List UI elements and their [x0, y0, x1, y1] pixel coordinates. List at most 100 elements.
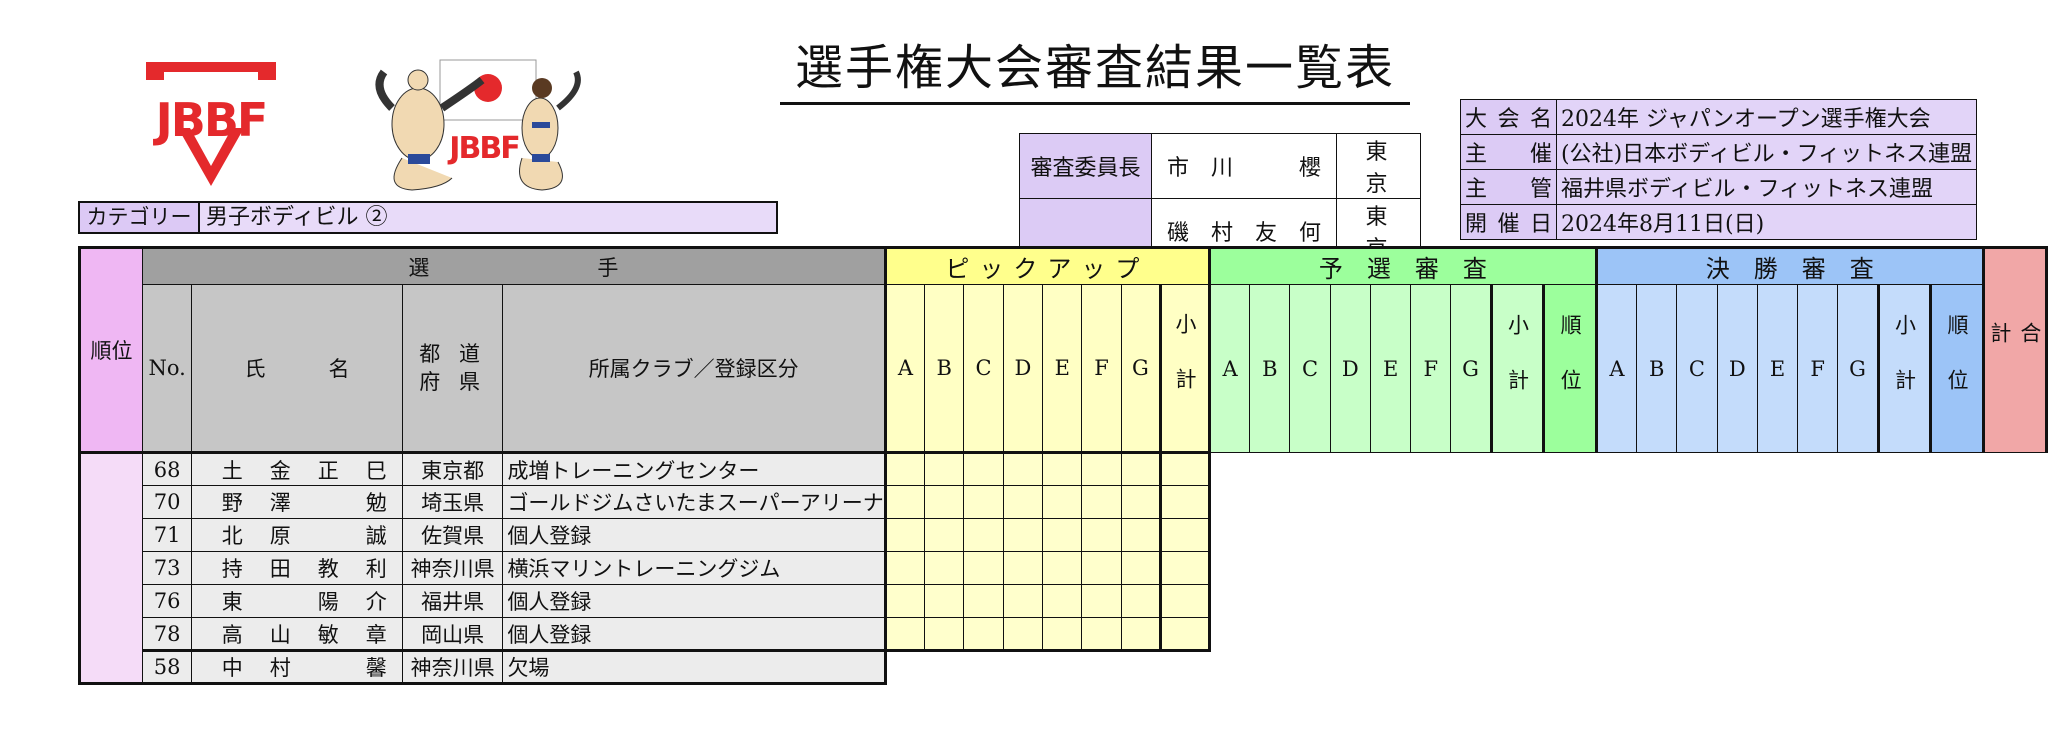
pickup-judge-d: D — [1002, 284, 1044, 453]
prelim-judge-d: D — [1329, 284, 1372, 453]
row-name: 持田教利 — [191, 551, 403, 585]
row-club: 個人登録 — [502, 584, 887, 618]
row-pref: 埼玉県 — [401, 485, 504, 519]
header-final: 決 勝 審 査 — [1594, 246, 1984, 285]
pickup-score-cell — [924, 451, 965, 486]
pickup-score-cell — [1042, 518, 1083, 552]
final-judge-g: G — [1837, 284, 1879, 453]
pickup-judge-f: F — [1081, 284, 1122, 453]
pickup-score-cell — [1002, 518, 1044, 552]
pickup-score-cell — [963, 617, 1004, 652]
row-no: 73 — [142, 551, 193, 585]
final-subtotal: 小計 — [1876, 284, 1932, 453]
pickup-score-cell — [1120, 518, 1162, 552]
final-judge-a: A — [1594, 284, 1638, 453]
row-name: 野澤勉 — [191, 485, 403, 519]
rank-cell — [77, 451, 144, 685]
pickup-score-cell — [924, 584, 965, 618]
row-pref: 佐賀県 — [401, 518, 504, 552]
row-name: 東陽介 — [191, 584, 403, 618]
header-player: 選 手 — [142, 246, 886, 285]
pickup-score-cell — [1120, 485, 1162, 519]
pickup-score-cell — [924, 617, 965, 652]
pickup-score-cell — [883, 584, 926, 618]
row-no: 78 — [142, 617, 193, 651]
pickup-subtotal-cell — [1159, 451, 1211, 486]
pickup-score-cell — [1042, 451, 1083, 486]
final-place: 順位 — [1929, 284, 1984, 453]
event-key: 主管 — [1460, 169, 1557, 205]
header-prelim: 予 選 審 査 — [1207, 246, 1597, 285]
row-pref: 東京都 — [401, 451, 504, 486]
pickup-score-cell — [1002, 485, 1044, 519]
pickup-judge-g: G — [1120, 284, 1162, 453]
final-judge-b: B — [1636, 284, 1678, 453]
pickup-score-cell — [1081, 617, 1122, 652]
prelim-subtotal: 小計 — [1489, 284, 1545, 453]
pickup-score-cell — [924, 485, 965, 519]
row-no: 58 — [142, 649, 193, 685]
pickup-score-cell — [963, 485, 1004, 519]
row-pref: 福井県 — [401, 584, 504, 618]
svg-text:JBBF: JBBF — [447, 131, 518, 166]
pickup-judge-c: C — [963, 284, 1004, 453]
header-pickup: ピックアップ — [883, 246, 1210, 285]
pickup-score-cell — [1002, 584, 1044, 618]
svg-text:JBBF: JBBF — [153, 93, 267, 147]
row-no: 68 — [142, 451, 193, 486]
pickup-score-cell — [1081, 518, 1122, 552]
event-key: 開催日 — [1460, 204, 1557, 240]
jbbf-bodybuilders-logo: JBBF — [362, 58, 598, 198]
row-name: 土金正巳 — [191, 451, 403, 486]
pickup-judge-e: E — [1042, 284, 1083, 453]
pickup-score-cell — [1120, 451, 1162, 486]
pickup-score-cell — [883, 451, 926, 486]
row-club: 個人登録 — [502, 617, 887, 651]
pickup-score-cell — [883, 551, 926, 585]
event-value: 2024年8月11日(日) — [1556, 204, 1977, 240]
category-label: カテゴリー — [80, 203, 200, 232]
pickup-score-cell — [1081, 485, 1122, 519]
pickup-score-cell — [1081, 551, 1122, 585]
chief-judge-label: 審査委員長 — [1019, 133, 1152, 199]
pickup-score-cell — [1042, 485, 1083, 519]
pickup-score-cell — [1002, 551, 1044, 585]
prelim-place: 順位 — [1542, 284, 1597, 453]
prelim-judge-f: F — [1410, 284, 1452, 453]
pickup-judge-a: A — [883, 284, 926, 453]
prelim-judge-b: B — [1249, 284, 1291, 453]
final-judge-e: E — [1756, 284, 1799, 453]
pickup-score-cell — [883, 617, 926, 652]
row-club: 欠場 — [502, 649, 887, 685]
pickup-score-cell — [963, 584, 1004, 618]
chief-judge-name: 市川櫻 — [1151, 133, 1337, 199]
pickup-score-cell — [963, 518, 1004, 552]
row-club: ゴールドジムさいたまスーパーアリーナ — [502, 485, 887, 519]
row-no: 70 — [142, 485, 193, 519]
pickup-subtotal: 小計 — [1159, 284, 1210, 453]
pickup-score-cell — [1120, 617, 1162, 652]
header-total: 合計 — [1981, 246, 2048, 453]
pickup-judge-b: B — [924, 284, 965, 453]
category-box: カテゴリー 男子ボディビル ② — [78, 201, 778, 234]
pickup-score-cell — [1042, 584, 1083, 618]
pickup-score-cell — [1081, 451, 1122, 486]
pickup-score-cell — [1081, 584, 1122, 618]
header-no: No. — [142, 284, 193, 453]
jbbf-logo: JBBF — [138, 58, 284, 190]
pickup-score-cell — [883, 518, 926, 552]
row-no: 71 — [142, 518, 193, 552]
prelim-judge-c: C — [1289, 284, 1331, 453]
header-rank: 順位 — [77, 246, 144, 453]
pickup-score-cell — [1002, 617, 1044, 652]
row-club: 横浜マリントレーニングジム — [502, 551, 887, 585]
pickup-subtotal-cell — [1159, 584, 1211, 618]
row-name: 中村馨 — [191, 649, 403, 685]
